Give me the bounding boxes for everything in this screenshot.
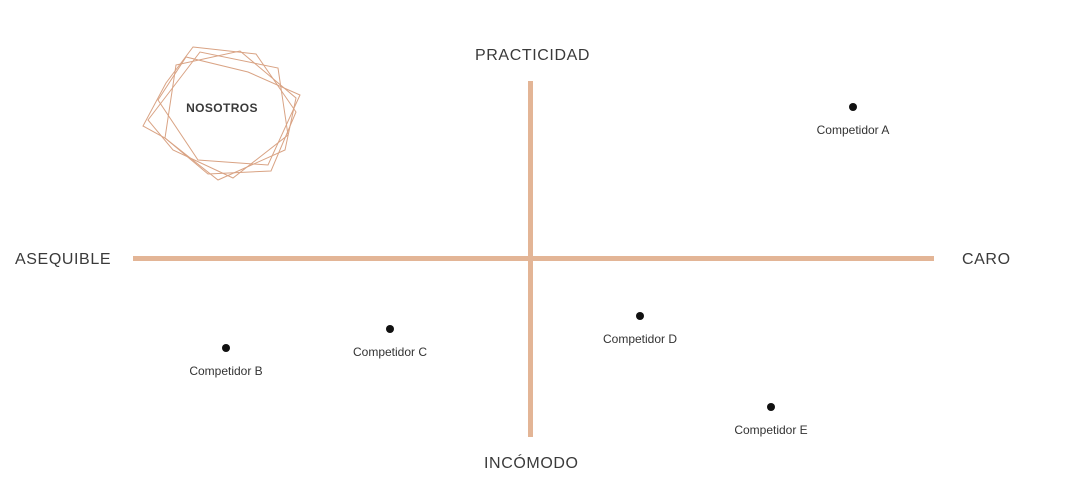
point-marker	[767, 403, 775, 411]
point-label: Competidor A	[816, 123, 890, 137]
nosotros-logo: NOSOTROS	[138, 40, 308, 185]
axis-label-bottom: INCÓMODO	[484, 455, 579, 472]
logo-label: NOSOTROS	[186, 101, 258, 115]
point-marker	[636, 312, 644, 320]
axis-label-top: PRACTICIDAD	[475, 47, 591, 64]
point-marker	[849, 103, 857, 111]
point-label: Competidor B	[189, 364, 263, 378]
point-label: Competidor D	[602, 332, 678, 346]
point-marker	[386, 325, 394, 333]
polygon-logo-icon	[142, 46, 301, 181]
point-marker	[222, 344, 230, 352]
axis-label-right: CARO	[962, 251, 1011, 268]
horizontal-axis-line	[133, 256, 934, 261]
point-label: Competidor C	[352, 345, 428, 359]
point-label: Competidor E	[734, 423, 808, 437]
axis-label-left: ASEQUIBLE	[15, 251, 112, 268]
vertical-axis-line	[528, 81, 533, 437]
